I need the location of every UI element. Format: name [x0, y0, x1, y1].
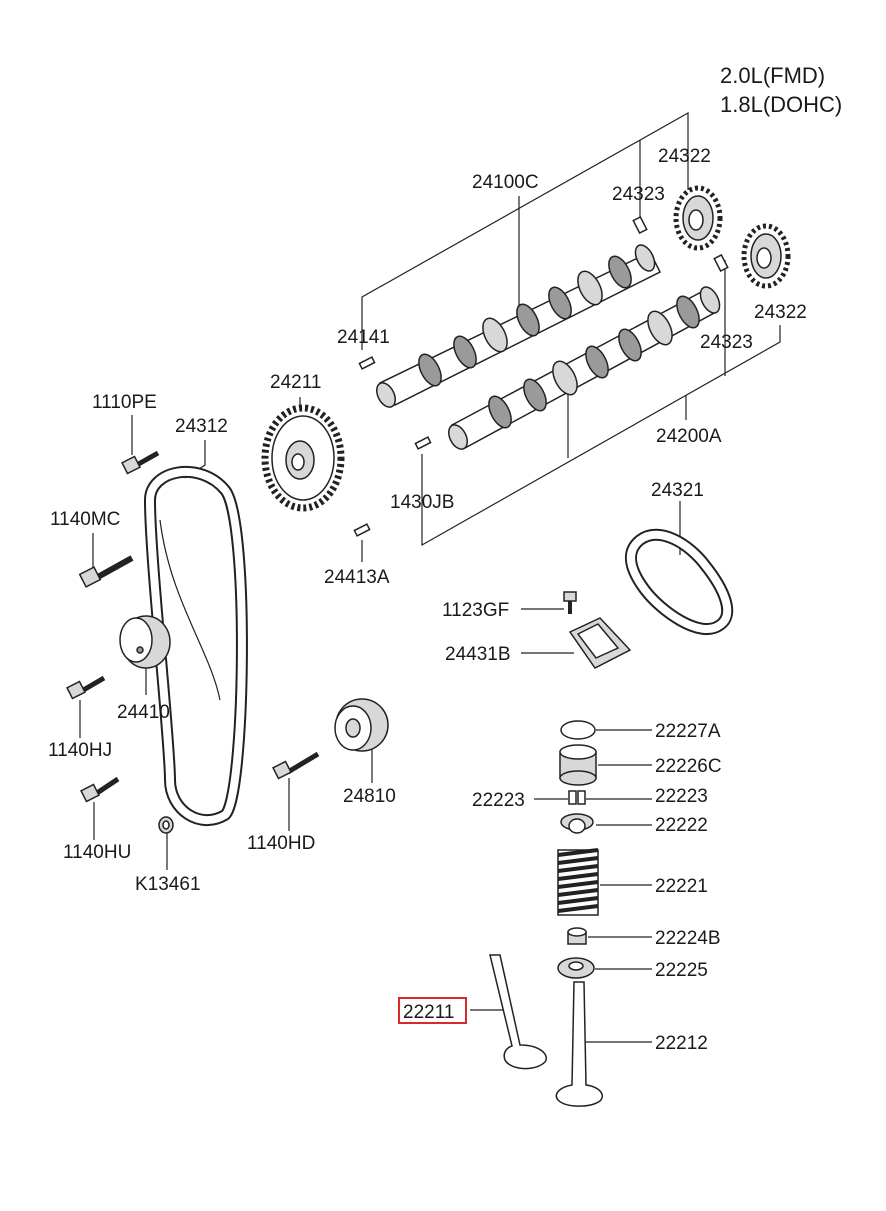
- seat-22225[interactable]: [557, 957, 595, 979]
- label-22212[interactable]: 22212: [655, 1033, 708, 1054]
- label-24141[interactable]: 24141: [337, 327, 390, 348]
- label-1140HU[interactable]: 1140HU: [63, 842, 131, 863]
- label-22224B[interactable]: 22224B: [655, 928, 721, 949]
- label-24200A[interactable]: 24200A: [656, 426, 722, 447]
- cotter-22223[interactable]: [568, 790, 586, 805]
- label-24321[interactable]: 24321: [651, 480, 704, 501]
- label-1123GF[interactable]: 1123GF: [442, 600, 509, 621]
- key-24323-lower[interactable]: [713, 253, 729, 273]
- label-22211[interactable]: 22211: [403, 1002, 454, 1023]
- label-24323-lower[interactable]: 24323: [700, 332, 753, 353]
- label-1110PE[interactable]: 1110PE: [92, 392, 157, 413]
- callout-labels: 24100C 24323 24322 24322 24323 24141 242…: [48, 146, 807, 1054]
- tappet-22226C[interactable]: [559, 744, 597, 786]
- sprocket-24322-lower[interactable]: [741, 223, 791, 289]
- pin-24413A[interactable]: [353, 523, 371, 537]
- bolt-1140HJ[interactable]: [66, 675, 106, 700]
- camshaft-24100C[interactable]: [373, 242, 662, 410]
- engine-variant-1: 2.0L(FMD): [720, 63, 825, 88]
- key-24323-upper[interactable]: [632, 215, 648, 235]
- label-24323-upper[interactable]: 24323: [612, 184, 665, 205]
- camshaft-24200A[interactable]: [445, 284, 724, 452]
- label-24431B[interactable]: 24431B: [445, 644, 511, 665]
- label-24322-lower[interactable]: 24322: [754, 302, 807, 323]
- label-22223-right[interactable]: 22223: [655, 786, 708, 807]
- label-24211[interactable]: 24211: [270, 372, 321, 393]
- valve-22211[interactable]: [489, 954, 547, 1070]
- tensioner-24410[interactable]: [119, 615, 171, 669]
- label-1430JB[interactable]: 1430JB: [390, 492, 454, 513]
- label-24322-upper[interactable]: 24322: [658, 146, 711, 167]
- bolt-1110PE[interactable]: [121, 450, 160, 475]
- label-22221[interactable]: 22221: [655, 876, 708, 897]
- seal-22224B[interactable]: [567, 927, 587, 945]
- belt-24321[interactable]: [625, 528, 734, 636]
- engine-variant-2: 1.8L(DOHC): [720, 92, 842, 117]
- label-24410[interactable]: 24410: [117, 702, 170, 723]
- bolt-1140HD[interactable]: [272, 751, 320, 780]
- valve-22212[interactable]: [555, 981, 604, 1107]
- spring-22221[interactable]: [557, 848, 599, 916]
- label-1140HJ[interactable]: 1140HJ: [48, 740, 112, 761]
- bolt-1140HU[interactable]: [80, 776, 120, 803]
- cam-pulley-24211[interactable]: [261, 404, 345, 512]
- bolt-1140MC[interactable]: [78, 555, 134, 588]
- screw-1123GF[interactable]: [563, 591, 577, 614]
- shim-22227A[interactable]: [560, 720, 596, 740]
- label-22223-left[interactable]: 22223: [472, 790, 525, 811]
- timing-belt-24312[interactable]: [143, 466, 248, 826]
- sprocket-24322-upper[interactable]: [673, 185, 723, 251]
- label-24810[interactable]: 24810: [343, 786, 396, 807]
- pin-24141[interactable]: [358, 356, 376, 370]
- label-22227A[interactable]: 22227A: [655, 721, 721, 742]
- label-24100C[interactable]: 24100C: [472, 172, 539, 193]
- pin-1430JB[interactable]: [414, 436, 432, 450]
- label-K13461[interactable]: K13461: [135, 874, 201, 895]
- label-22225[interactable]: 22225: [655, 960, 708, 981]
- label-1140MC[interactable]: 1140MC: [50, 509, 120, 530]
- label-22226C[interactable]: 22226C: [655, 756, 722, 777]
- label-1140HD[interactable]: 1140HD: [247, 833, 315, 854]
- retainer-22222[interactable]: [560, 813, 594, 834]
- idler-24810[interactable]: [334, 698, 389, 752]
- label-22222[interactable]: 22222: [655, 815, 708, 836]
- bracket-24431B[interactable]: [568, 617, 632, 669]
- label-24312[interactable]: 24312: [175, 416, 228, 437]
- nut-K13461[interactable]: [158, 816, 174, 834]
- label-24413A[interactable]: 24413A: [324, 567, 390, 588]
- highlight-box-22211: [398, 997, 467, 1024]
- leader-lines: [79, 111, 781, 1043]
